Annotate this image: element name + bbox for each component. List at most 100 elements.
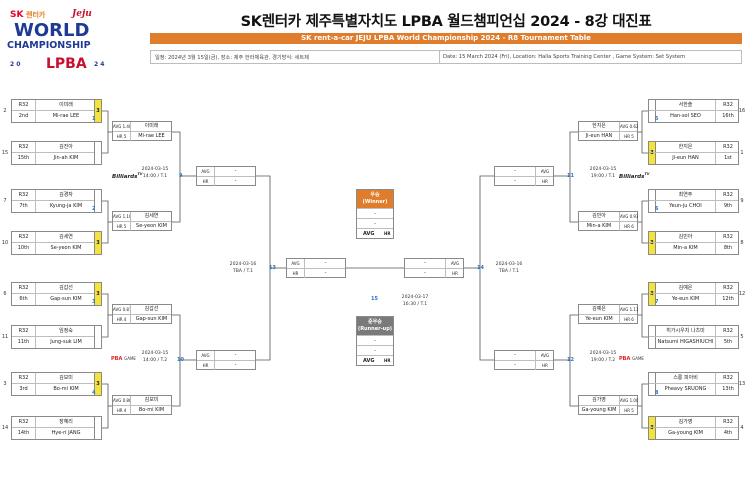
- bracket-connector: [102, 383, 109, 429]
- hr-label: HR: [542, 179, 548, 184]
- player-name-en: Hye-ri JANG: [51, 430, 81, 436]
- player-name-en: Min-a KIM: [579, 222, 620, 231]
- round-label: R32: [723, 419, 733, 425]
- avg-value: AVG 1.000: [620, 398, 638, 403]
- hr-label: HR: [384, 231, 391, 236]
- player-name: -: [234, 362, 237, 368]
- player-rank: 10th: [12, 243, 36, 254]
- player-name-en: Han-sol SEO: [656, 111, 716, 122]
- seed-number: 13: [738, 381, 746, 387]
- seed-number: 14: [1, 425, 9, 431]
- billiards-tv-logo: BilliardsTV: [619, 172, 649, 180]
- hr-label: HR: [197, 177, 215, 186]
- seed-number: 9: [740, 198, 744, 204]
- score-box: 3: [94, 283, 101, 305]
- player-name-en: Ye-eun KIM: [579, 315, 620, 324]
- winner-label-kr: 우승: [370, 192, 380, 198]
- seed-number: 8: [740, 240, 744, 246]
- player-name-kr: 김진아: [59, 144, 73, 150]
- player-name-en: Kyung-ja KIM: [49, 203, 83, 209]
- round-label: R32: [723, 234, 733, 240]
- billiards-text: Billiards: [619, 173, 645, 180]
- logo-year-right: 2 4: [94, 61, 104, 68]
- seed-number: 6: [3, 291, 7, 297]
- player-name-kr: 김가영: [656, 417, 716, 428]
- round-label: R32: [12, 232, 36, 243]
- match-date-text: 2024-03-15: [589, 351, 617, 356]
- player-name-kr: 한지은: [656, 142, 716, 153]
- winner-header: 우승(Winner): [357, 190, 393, 208]
- match-time: 19:00 / T.2: [590, 358, 616, 363]
- winner-name: -: [357, 208, 393, 218]
- player-rank: 5th: [723, 339, 733, 345]
- runnerup-label-kr: 준우승: [368, 319, 382, 325]
- qf-card[interactable]: AVG 0.880김보미 HR 4Bo-mi KIM: [112, 395, 172, 415]
- semi-card-right[interactable]: -AVG -HR: [404, 258, 464, 278]
- hr-value: HR 6: [624, 317, 634, 322]
- player-name-en: Gap-sun KIM: [135, 316, 168, 322]
- avg-value: AVG 0.880: [113, 396, 131, 405]
- player-name-en: Jin-ah KIM: [53, 155, 79, 161]
- player-name-en: Ga-young KIM: [656, 428, 716, 439]
- score-box: [649, 100, 656, 122]
- schedule-info-bar: 일정: 2024년 3월 15일(금), 장소: 제주 한라체육관, 경기방식:…: [150, 50, 742, 64]
- runnerup-header: 준우승(Runner-up): [357, 317, 393, 335]
- semi-card-left[interactable]: AVG- HR-: [286, 258, 346, 278]
- player-name-en: Se-yeon KIM: [50, 245, 82, 251]
- player-name: -: [495, 351, 536, 360]
- bracket-connector: [172, 131, 181, 223]
- seed-number: 16: [738, 108, 746, 114]
- qf-card[interactable]: AVG 1.400이미래 HR 5Mi-rae LEE: [112, 121, 172, 141]
- logo-championship: CHAMPIONSHIP: [7, 40, 91, 51]
- match-number: 10: [177, 357, 184, 363]
- player-name-kr: 김예은: [579, 305, 620, 314]
- runnerup-name-en: -: [357, 345, 393, 355]
- pba-game-logo: PBA GAME: [619, 356, 644, 362]
- sf-card-right-top[interactable]: -AVG -HR: [494, 166, 554, 186]
- sf-card-left-top[interactable]: AVG- HR-: [196, 166, 256, 186]
- seed-number: 11: [1, 334, 9, 340]
- match-number: 11: [567, 173, 574, 179]
- sf-card-right-bottom[interactable]: -AVG -HR: [494, 350, 554, 370]
- round-label: R32: [12, 326, 36, 337]
- round-label: R32: [723, 328, 733, 334]
- player-name-en: Ga-young KIM: [579, 406, 620, 415]
- hr-value: HR 6: [624, 224, 634, 229]
- player-rank: 2nd: [12, 111, 36, 122]
- bracket-connector: [102, 200, 109, 244]
- sf-card-left-bottom[interactable]: AVG- HR-: [196, 350, 256, 370]
- match-time: TBA / T.1: [232, 269, 254, 274]
- match-number: 5: [655, 116, 659, 122]
- qf-card[interactable]: AVG 1.107김세연 HR 5Se-yeon KIM: [112, 211, 172, 231]
- hr-value: HR 5: [113, 132, 131, 141]
- seed-number: 4: [740, 425, 744, 431]
- player-name-kr: 김경자: [59, 192, 73, 198]
